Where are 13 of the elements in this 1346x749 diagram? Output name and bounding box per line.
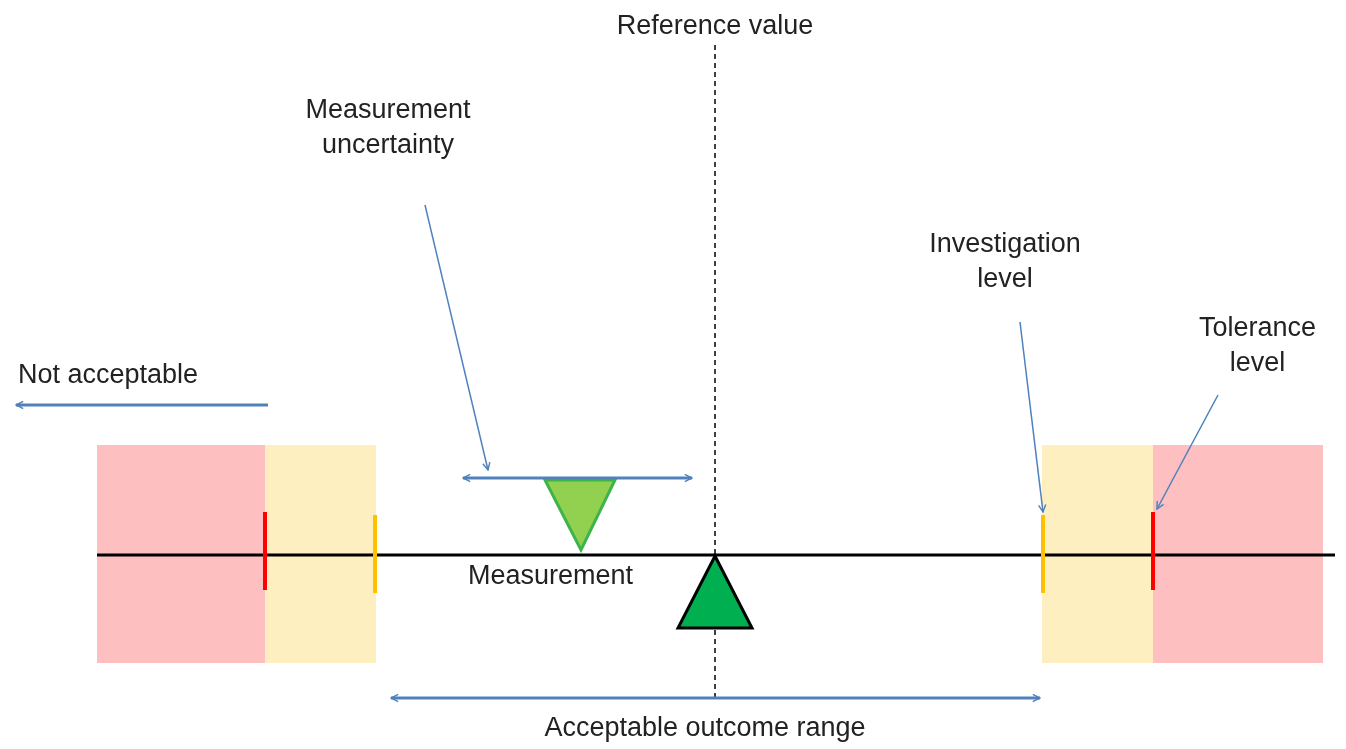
tolerance-mark [1151, 512, 1155, 590]
callout-text: Investigation level [905, 226, 1105, 297]
range-label: Acceptable outcome range [543, 711, 867, 744]
investigation-mark [1041, 515, 1045, 593]
callout-text: Tolerance level [1175, 310, 1340, 381]
callout-text: Measurement uncertainty [268, 92, 508, 163]
uncertainty-range-arrow [462, 473, 693, 483]
reference-value-label: Reference value [615, 9, 815, 42]
leader-line [1019, 321, 1047, 513]
leader-line [424, 204, 491, 471]
zone-label: Not acceptable [18, 358, 200, 391]
measurement-label: Measurement [468, 559, 635, 592]
leader-line [1156, 394, 1219, 510]
